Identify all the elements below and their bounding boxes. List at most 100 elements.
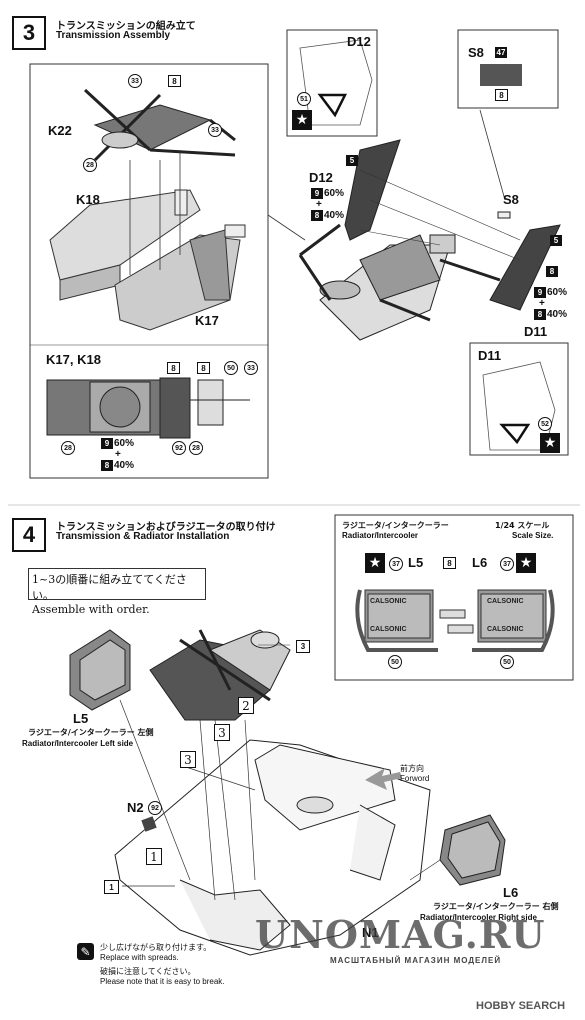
step4-transmission [149, 629, 291, 721]
l6-caption-en: Radiator/Intercooler Right side [420, 913, 537, 922]
star-icon-l5: ★ [365, 553, 385, 573]
sub-step-1: 1 [146, 848, 162, 865]
label-s8-inset: S8 [468, 45, 484, 60]
label-k17: K17 [195, 313, 219, 328]
label-n2: N2 [127, 800, 144, 815]
scale-jp: 1/24 スケール [495, 521, 550, 530]
label-k18: K18 [76, 192, 100, 207]
part-33-b: 33 [208, 123, 222, 137]
inset-title-en: Radiator/Intercooler [342, 531, 419, 540]
l6-caption-jp: ラジエータ/インタークーラー 右側 [433, 902, 559, 911]
l5-radiator [69, 629, 131, 711]
mix-40-b: 40% [324, 210, 345, 221]
part-8-a: 8 [168, 75, 181, 87]
calsonic-logo-c: CALSONIC [487, 598, 524, 605]
box-step-1: 1 [104, 880, 119, 894]
part-52: 52 [538, 417, 552, 431]
part-5-b: 5 [550, 235, 562, 246]
scale-en: Scale Size. [512, 531, 554, 540]
part-28-c: 28 [189, 441, 203, 455]
calsonic-logo-b: CALSONIC [370, 626, 407, 633]
calsonic-logo-d: CALSONIC [487, 626, 524, 633]
label-d11: D11 [524, 324, 548, 339]
hobby-search-logo: HOBBY SEARCH [476, 1000, 566, 1012]
part-9-a: 9 [101, 438, 113, 449]
part-5-a: 5 [346, 155, 358, 166]
mix-40-c: 40% [547, 309, 568, 320]
mix-plus-c: + [539, 298, 545, 309]
order-note-jp: 1~3の順番に組み立ててください。 [32, 573, 187, 602]
inset-label-l6: L6 [472, 555, 488, 570]
forward-jp: 前方向 [400, 764, 424, 773]
part-28-a: 28 [83, 158, 97, 172]
part-8-i: 8 [443, 557, 456, 569]
part-92-b: 92 [148, 801, 162, 815]
forward-arrow [365, 768, 402, 790]
inset-title-jp: ラジエータ/インタークーラー [342, 521, 449, 530]
part-50-a: 50 [224, 361, 238, 375]
break-jp: 破損に注意してください。 [100, 967, 196, 976]
part-37-b: 37 [500, 557, 514, 571]
l5-caption-jp: ラジエータ/インタークーラー 左側 [28, 728, 154, 737]
part-8-b: 8 [167, 362, 180, 374]
part-8-c: 8 [197, 362, 210, 374]
star-icon: ★ [292, 110, 312, 130]
label-d11-inset: D11 [478, 348, 502, 363]
label-l5: L5 [73, 711, 89, 726]
k17-k18-detail [46, 377, 250, 439]
step3-assembly [298, 139, 561, 341]
mix-40-a: 40% [114, 460, 135, 471]
part-50-b: 50 [388, 655, 402, 669]
part-8-g: 8 [546, 266, 558, 277]
sub-step-2: 2 [238, 697, 254, 714]
step3-title-en: Transmission Assembly [56, 30, 171, 41]
step4-number: 4 [12, 518, 46, 552]
part-8-f: 8 [311, 210, 323, 221]
part-8-h: 8 [534, 309, 546, 320]
order-note: 1~3の順番に組み立ててください。 Assemble with order. [28, 568, 206, 616]
break-en: Please note that it is easy to break. [100, 977, 225, 986]
label-k17-k18: K17, K18 [46, 352, 101, 367]
label-l6: L6 [503, 885, 519, 900]
step4-title-en: Transmission & Radiator Installation [56, 531, 230, 542]
part-8-e: 8 [495, 89, 508, 101]
label-d12-inset: D12 [347, 34, 371, 49]
note-pencil-icon: ✎ [77, 943, 94, 960]
label-n1: N1 [362, 925, 379, 940]
star-icon-d11: ★ [540, 433, 560, 453]
part-51: 51 [297, 92, 311, 106]
part-9-c: 9 [534, 287, 546, 298]
part-92-a: 92 [172, 441, 186, 455]
star-icon-l6: ★ [516, 553, 536, 573]
step3-title-jp: トランスミッションの組み立て [56, 21, 196, 32]
mix-plus-b: + [316, 199, 322, 210]
mix-60-a: 60% [114, 438, 135, 449]
order-note-en: Assemble with order. [32, 603, 150, 616]
l5-caption-en: Radiator/Intercooler Left side [22, 739, 134, 748]
part-47: 47 [495, 47, 507, 58]
part-33-c: 33 [244, 361, 258, 375]
part-9-b: 9 [311, 188, 323, 199]
chassis [114, 739, 431, 956]
mix-plus-a: + [115, 449, 121, 460]
step4-title-jp: トランスミッションおよびラジエータの取り付け [56, 522, 276, 533]
part-33-a: 33 [128, 74, 142, 88]
part-50-c: 50 [500, 655, 514, 669]
watermark-brand: UNOMAG.RU [255, 912, 546, 957]
label-s8: S8 [503, 192, 519, 207]
sub-step-3-b: 3 [180, 751, 196, 768]
spread-jp: 少し広げながら取り付けます。 [100, 943, 212, 952]
box-step-3: 3 [296, 640, 310, 653]
label-d12: D12 [309, 170, 333, 185]
label-k22: K22 [48, 123, 72, 138]
sub-step-3-a: 3 [214, 724, 230, 741]
mix-60-c: 60% [547, 287, 568, 298]
k22-frame [83, 88, 236, 162]
watermark-tagline: МАСШТАБНЫЙ МАГАЗИН МОДЕЛЕЙ [330, 956, 502, 965]
step3-number: 3 [12, 16, 46, 50]
part-37-a: 37 [389, 557, 403, 571]
part-8-d: 8 [101, 460, 113, 471]
part-28-b: 28 [61, 441, 75, 455]
inset-label-l5: L5 [408, 555, 424, 570]
l6-radiator [439, 814, 506, 886]
